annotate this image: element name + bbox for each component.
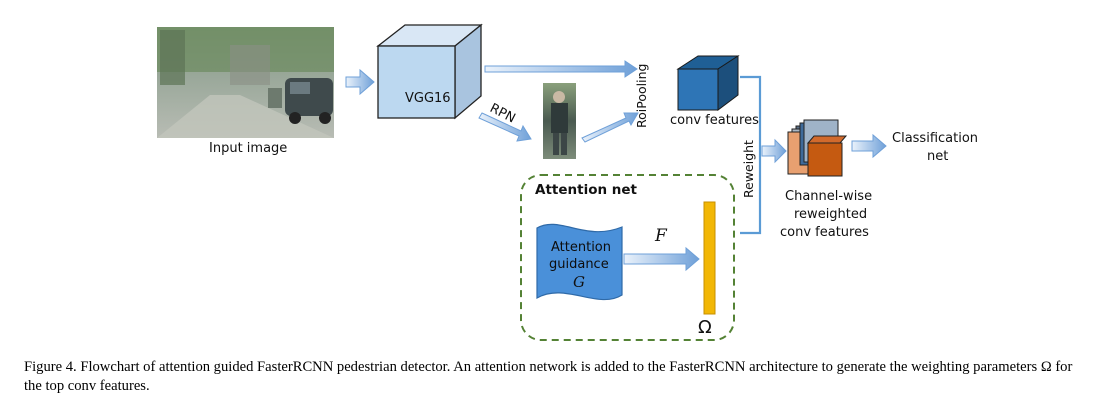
omega-symbol: Ω [698,317,712,338]
f-symbol: F [655,226,667,246]
channelwise-label-line1: Channel-wise [785,189,873,204]
attention-net-box [520,174,735,341]
input-image [157,27,334,138]
rpn-crop-image [543,83,576,159]
channelwise-label-line2: reweighted [794,207,868,222]
input-image-label: Input image [209,141,288,156]
figure-caption: Figure 4. Flowchart of attention guided … [24,359,1073,394]
arrow-input-to-vgg [345,68,375,96]
reweight-bracket [740,75,762,235]
classification-label-line1: Classification [892,131,979,146]
attention-guidance-label-line1: Attention [551,240,611,255]
arrow-vgg-to-rpn [478,112,532,142]
channelwise-label-line3: conv features [780,225,869,240]
vgg16-block [376,23,483,120]
arrow-vgg-to-roipooling [484,60,638,78]
roipooling-label: RoiPooling [634,63,649,128]
attention-guidance-symbol: G [573,273,585,291]
arrow-guidance-to-omega [623,246,700,272]
arrow-to-reweighted [761,138,787,164]
reweighted-features-block [787,119,848,177]
classification-label-line2: net [927,149,949,164]
omega-bar [703,201,716,315]
arrow-to-classification [851,133,887,159]
vgg16-label: VGG16 [405,91,451,106]
flowchart-figure [157,23,887,341]
attention-net-title: Attention net [535,182,638,198]
attention-guidance-label-line2: guidance [549,257,609,272]
reweight-label: Reweight [741,140,756,198]
attention-guidance-shape [536,223,623,301]
conv-features-block [676,55,740,111]
conv-features-label: conv features [670,113,759,128]
arrow-rpn-to-roipooling [581,112,639,143]
